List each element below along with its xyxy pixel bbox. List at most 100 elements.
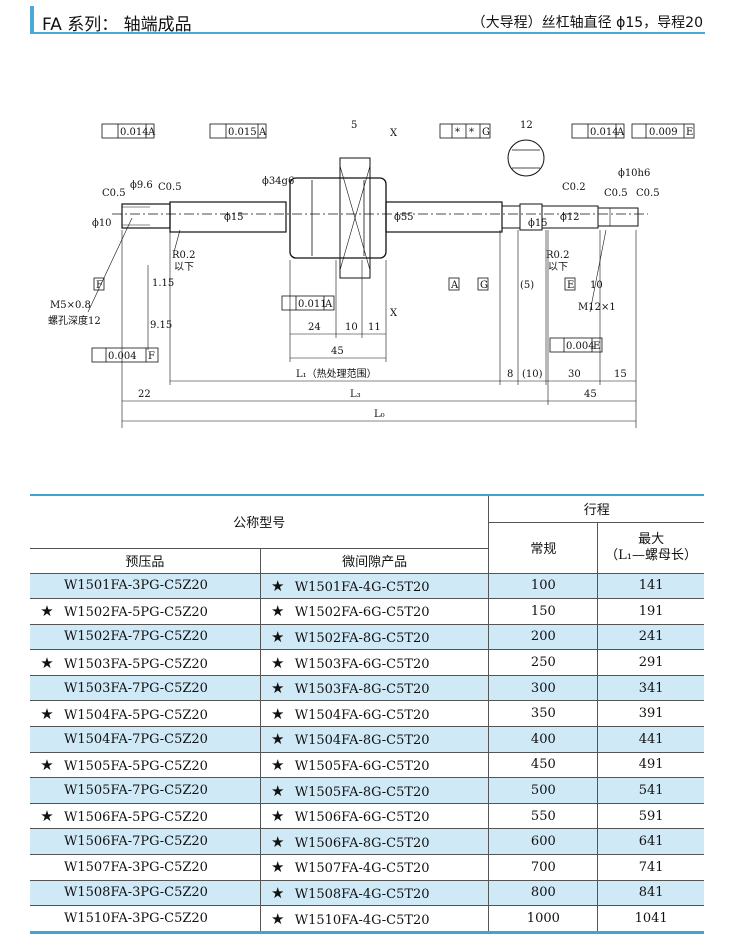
stroke-max-cell: 241 (597, 623, 704, 651)
star-mark: ★ (271, 807, 285, 826)
clearance-model-cell: ★W1508FA-4G-C5T20 (259, 879, 490, 907)
frame-datum-5: E (686, 127, 693, 138)
preload-model-cell: W1504FA-7PG-C5Z20 (30, 726, 261, 753)
table-bottom-rule (30, 931, 704, 934)
label-d115: 1.15 (152, 278, 174, 289)
frame-datum-2: A (258, 127, 267, 138)
label-phi10h6: ϕ10h6 (618, 168, 650, 179)
label-d10: 10 (590, 280, 603, 291)
clearance-model: W1508FA-4G-C5T20 (294, 886, 430, 902)
star-mark: ★ (271, 909, 285, 928)
stroke-normal-cell: 350 (488, 700, 599, 728)
clearance-model-cell: ★ W1501FA-4G-C5T20 (259, 572, 490, 600)
header-accent-bar (30, 6, 34, 34)
section-mark-x-top: X (390, 128, 398, 139)
preload-model-cell: ★W1504FA-5PG-C5Z20 (30, 700, 261, 728)
label-m12: M12×1 (578, 302, 616, 313)
stroke-max-cell: 341 (597, 674, 704, 702)
stroke-normal-cell: 700 (488, 854, 599, 881)
header-max: 最大（L₁—螺母长） (597, 521, 704, 574)
section-mark-x-bottom: X (390, 308, 398, 319)
star-mark: ★ (271, 679, 285, 698)
label-c05d: C0.5 (636, 188, 660, 199)
clearance-model-cell: ★W1503FA-6G-C5T20 (259, 649, 490, 676)
star-mark: ★ (40, 755, 54, 774)
star-mark: ★ (271, 653, 285, 672)
label-r02a: R0.2 (172, 250, 195, 261)
label-d915: 9.15 (150, 320, 172, 331)
preload-model-cell: W1508FA-3PG-C5Z20 (30, 879, 261, 907)
label-L1: L₁（热处理范围） (296, 367, 377, 380)
page-subtitle: （大导程）丝杠轴直径 ϕ15，导程20 (471, 15, 703, 31)
stroke-max-cell: 191 (597, 598, 704, 625)
preload-model: W1502FA-5PG-C5Z20 (64, 605, 208, 621)
stroke-normal-cell: 300 (488, 674, 599, 702)
frame-datum-7: F (148, 351, 155, 362)
stroke-max-cell: 741 (597, 854, 704, 881)
datum-f: F (96, 280, 103, 291)
clearance-model: W1501FA-4G-C5T20 (294, 579, 430, 595)
label-below1: 以下 (174, 262, 194, 273)
preload-model-cell: W1510FA-3PG-C5Z20 (30, 905, 261, 932)
stroke-max-cell: 491 (597, 751, 704, 779)
frame-tol-7: 0.011 (298, 299, 327, 310)
preload-model-cell: W1501FA-3PG-C5Z20 (30, 572, 261, 600)
stroke-max-cell: 541 (597, 777, 704, 804)
star-mark: ★ (271, 858, 285, 877)
clearance-model: W1502FA-8G-C5T20 (294, 630, 430, 646)
star-mark: ★ (40, 704, 54, 723)
star-mark: ★ (271, 576, 285, 595)
preload-model-cell: W1503FA-7PG-C5Z20 (30, 674, 261, 702)
datum-g: G (480, 280, 488, 291)
preload-model: W1506FA-7PG-C5Z20 (64, 834, 208, 850)
preload-model: W1505FA-7PG-C5Z20 (64, 783, 208, 799)
label-d10b: 10 (345, 322, 358, 333)
header-preload: 预压品 (30, 547, 261, 574)
label-phi55: ϕ55 (394, 212, 414, 223)
stroke-normal-cell: 1000 (488, 905, 599, 932)
frame-tol-3: * (455, 127, 460, 138)
frame-tol-2: 0.015 (228, 127, 257, 138)
label-below2: 以下 (548, 262, 568, 273)
label-dim12: 12 (520, 120, 533, 131)
clearance-model: W1503FA-8G-C5T20 (294, 682, 430, 698)
star-mark: ★ (271, 832, 285, 851)
stroke-normal-cell: 550 (488, 802, 599, 830)
preload-model-cell: ★ W1505FA-5PG-C5Z20 (30, 751, 261, 779)
star-mark: ★ (271, 781, 285, 800)
page-title: FA 系列： 轴端成品 (42, 15, 192, 35)
clearance-model-cell: ★W1505FA-6G-C5T20 (259, 751, 490, 779)
star-mark: ★ (40, 602, 54, 621)
star-mark: ★ (271, 730, 285, 749)
clearance-model-cell: ★W1504FA-8G-C5T20 (259, 726, 490, 753)
label-d24: 24 (308, 322, 321, 333)
preload-model-cell: W1507FA-3PG-C5Z20 (30, 854, 261, 881)
label-L0: L₀ (374, 409, 385, 420)
clearance-model-cell: ★W1507FA-4G-C5T20 (259, 854, 490, 881)
label-d5top: 5 (351, 120, 357, 131)
star-mark: ★ (271, 704, 285, 723)
preload-model: W1505FA-5PG-C5Z20 (64, 758, 208, 774)
clearance-model-cell: ★W1502FA-6G-C5T20 (259, 598, 490, 625)
frame-datum-6: A (324, 299, 333, 310)
label-c05c: C0.5 (604, 188, 628, 199)
preload-model: W1506FA-5PG-C5Z20 (64, 810, 208, 826)
clearance-model-cell: ★W1506FA-8G-C5T20 (259, 828, 490, 856)
preload-model: W1507FA-3PG-C5Z20 (64, 859, 208, 875)
header-max-sub: （L₁—螺母长） (605, 547, 698, 563)
frame-datum-1: A (147, 127, 156, 138)
page-header: FA 系列： 轴端成品 （大导程）丝杠轴直径 ϕ15，导程20 (30, 6, 705, 35)
preload-model-cell: ★W1506FA-5PG-C5Z20 (30, 802, 261, 830)
label-m5: M5×0.8 (50, 300, 91, 311)
stroke-normal-cell: 500 (488, 777, 599, 804)
stroke-normal-cell: 150 (488, 598, 599, 625)
